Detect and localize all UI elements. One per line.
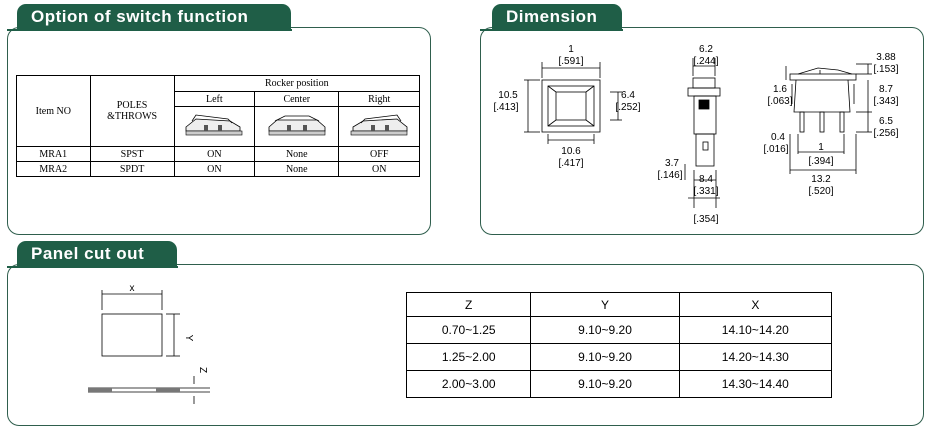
dimension-title: Dimension (492, 4, 622, 30)
side-view-terminal (695, 133, 715, 167)
table-row: 0.70~1.25 9.10~9.20 14.10~14.20 (405, 316, 833, 344)
cell-item: MRA1 (16, 146, 91, 162)
header-rocker-position: Rocker position (173, 75, 421, 92)
header-poles-line2: &THROWS (107, 111, 158, 122)
switch-function-table: Item NO POLES &THROWS Rocker position Le… (16, 75, 421, 177)
dim-front-height-inch: [.413] (493, 102, 518, 113)
rocker-left-image (173, 106, 256, 147)
cell-center: None (254, 146, 340, 162)
cutout-table: Z Y X 0.70~1.25 9.10~9.20 14.10~14.20 1.… (405, 292, 833, 398)
switch-function-title: Option of switch function (17, 4, 291, 30)
cell-x: 14.10~14.20 (678, 316, 833, 344)
dim-right-2: 1.6 (773, 84, 787, 95)
dim-right-5-inch: [.016] (763, 144, 788, 155)
header-center: Center (254, 91, 340, 107)
dimension-title-underline (480, 29, 623, 31)
right-view-rocker (797, 67, 853, 75)
cell-x: 14.30~14.40 (678, 370, 833, 398)
header-right: Right (338, 91, 420, 107)
cell-left: ON (173, 146, 256, 162)
dimension-panel (480, 27, 924, 235)
panel-cutout-title-underline (7, 266, 178, 268)
header-poles-line1: POLES (116, 100, 148, 111)
header-poles-throws: POLES &THROWS (89, 75, 175, 147)
dim-side-top: 6.2 (699, 44, 713, 55)
plate-hatch-left (88, 388, 112, 392)
dim-side-left: 3.7 (665, 158, 679, 169)
side-view-cap (692, 77, 716, 89)
plate-hatch-right (156, 388, 180, 392)
dim-right-3: 8.7 (879, 84, 893, 95)
cell-z: 2.00~3.00 (405, 370, 532, 398)
cutout-z-label: Z (197, 367, 208, 373)
dim-right-2-inch: [.063] (767, 96, 792, 107)
cell-z: 1.25~2.00 (405, 343, 532, 371)
cell-poles: SPST (89, 146, 175, 162)
terminal (799, 111, 805, 133)
dim-right-7: 13.2 (811, 174, 831, 185)
table-row: MRA2 SPDT ON None ON (16, 161, 420, 177)
side-view-flange (687, 87, 721, 97)
dim-inner-height-inch: [.252] (615, 102, 640, 113)
header-y: Y (530, 292, 680, 317)
dim-right-4: 6.5 (879, 116, 893, 127)
dim-side-bottom: 8.4 (699, 174, 713, 185)
dim-right-1: 3.88 (876, 52, 896, 63)
cell-right: ON (338, 161, 420, 177)
dim-right-6-inch: [.394] (808, 156, 833, 167)
header-left: Left (173, 91, 256, 107)
right-view-flange (789, 73, 857, 81)
header-item-no: Item NO (16, 75, 91, 147)
terminal (819, 111, 825, 133)
terminal (839, 111, 845, 133)
switch-function-title-underline (7, 29, 292, 31)
cell-x: 14.20~14.30 (678, 343, 833, 371)
front-view-frame (547, 85, 595, 127)
dimension-drawing: 1 [.591] 10.5 [.413] 6.4 [.252] 10.6 [.4… (493, 44, 898, 225)
front-view-rocker (555, 91, 587, 121)
cutout-x-label: x (130, 283, 135, 294)
table-row: MRA1 SPST ON None OFF (16, 146, 420, 162)
cell-left: ON (173, 161, 256, 177)
panel-cutout-title: Panel cut out (17, 241, 177, 267)
cutout-drawing: x Y Z (88, 283, 210, 404)
dim-front-width-inch: [.591] (558, 56, 583, 67)
dim-bottom-width-inch: [.417] (558, 158, 583, 169)
dim-front-width: 1 (568, 44, 574, 55)
right-view-body (793, 79, 851, 113)
cutout-y-label: Y (183, 335, 194, 342)
dim-right-6: 1 (818, 142, 824, 153)
cell-right: OFF (338, 146, 420, 162)
cell-center: None (254, 161, 340, 177)
dim-side-bottom2-inch: [.354] (693, 214, 718, 225)
cell-y: 9.10~9.20 (530, 316, 680, 344)
rocker-center-image (254, 106, 340, 147)
dim-inner-height: 6.4 (621, 90, 635, 101)
dim-side-bottom-inch: [.331] (693, 186, 718, 197)
dim-front-height: 10.5 (498, 90, 518, 101)
cell-item: MRA2 (16, 161, 91, 177)
side-view-window (698, 99, 710, 110)
dim-side-left-inch: [.146] (657, 170, 682, 181)
front-view-outer (541, 79, 601, 133)
dim-right-4-inch: [.256] (873, 128, 898, 139)
header-z: Z (405, 292, 532, 317)
table-row: 2.00~3.00 9.10~9.20 14.30~14.40 (405, 370, 833, 398)
cell-poles: SPDT (89, 161, 175, 177)
dim-right-3-inch: [.343] (873, 96, 898, 107)
dim-right-1-inch: [.153] (873, 64, 898, 75)
dim-right-5: 0.4 (771, 132, 785, 143)
cutout-rect (101, 313, 163, 357)
dim-side-top-inch: [.244] (693, 56, 718, 67)
cell-z: 0.70~1.25 (405, 316, 532, 344)
cell-y: 9.10~9.20 (530, 343, 680, 371)
table-row: Z Y X (405, 292, 833, 317)
table-row: 1.25~2.00 9.10~9.20 14.20~14.30 (405, 343, 833, 371)
cell-y: 9.10~9.20 (530, 370, 680, 398)
header-x: X (678, 292, 833, 317)
dim-bottom-width: 10.6 (561, 146, 581, 157)
rocker-right-image (338, 106, 420, 147)
dim-right-7-inch: [.520] (808, 186, 833, 197)
